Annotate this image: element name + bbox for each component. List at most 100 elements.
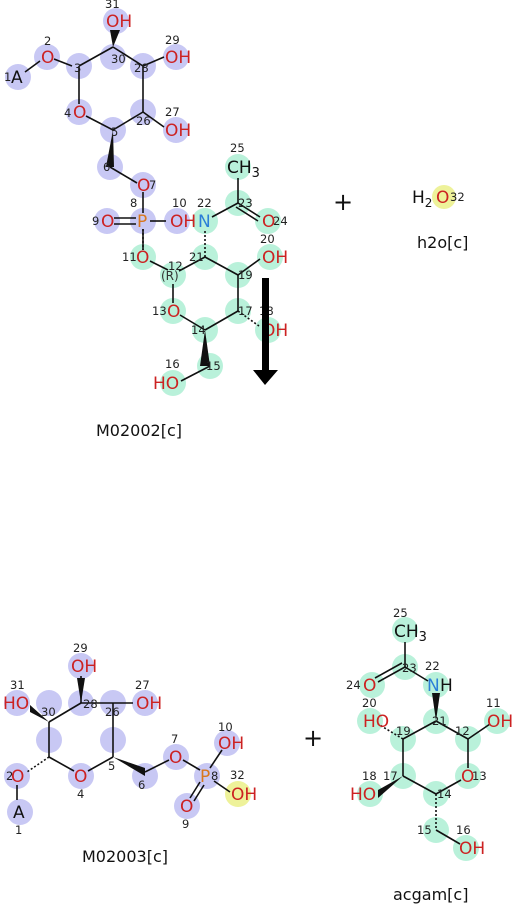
svg-text:31: 31 bbox=[10, 678, 25, 692]
svg-text:23: 23 bbox=[402, 661, 417, 675]
svg-text:O: O bbox=[180, 797, 193, 817]
svg-text:31: 31 bbox=[105, 0, 120, 11]
svg-text:OH: OH bbox=[262, 248, 288, 268]
svg-text:O: O bbox=[363, 676, 376, 696]
svg-text:O: O bbox=[74, 767, 87, 787]
svg-text:O: O bbox=[11, 767, 24, 787]
svg-text:HO: HO bbox=[3, 694, 29, 714]
svg-text:19: 19 bbox=[396, 724, 411, 738]
svg-text:OH: OH bbox=[487, 712, 513, 732]
svg-text:29: 29 bbox=[165, 33, 180, 47]
svg-text:O: O bbox=[41, 48, 54, 68]
svg-text:9: 9 bbox=[92, 214, 99, 228]
product-m02003-structure: OH HO OH O O A O P OH O OH 12 45 67 89 1… bbox=[3, 641, 257, 866]
atom-highlights-green-p2 bbox=[357, 617, 510, 861]
svg-text:9: 9 bbox=[182, 817, 189, 831]
product1-label: M02003[c] bbox=[82, 847, 168, 866]
svg-text:O: O bbox=[262, 212, 275, 232]
svg-text:3: 3 bbox=[74, 61, 81, 75]
svg-text:20: 20 bbox=[260, 232, 275, 246]
svg-text:24: 24 bbox=[346, 678, 361, 692]
plus-sign-1: + bbox=[333, 188, 353, 216]
svg-text:16: 16 bbox=[165, 357, 180, 371]
svg-text:CH3: CH3 bbox=[394, 622, 427, 645]
svg-text:6: 6 bbox=[103, 160, 110, 174]
svg-text:O: O bbox=[461, 767, 474, 787]
svg-text:27: 27 bbox=[135, 678, 150, 692]
svg-text:O: O bbox=[137, 176, 150, 196]
svg-text:OH: OH bbox=[231, 785, 257, 805]
bonds-product1 bbox=[16, 676, 231, 802]
svg-text:30: 30 bbox=[111, 52, 126, 66]
svg-text:8: 8 bbox=[211, 769, 218, 783]
svg-text:CH3: CH3 bbox=[227, 158, 260, 181]
svg-text:20: 20 bbox=[362, 696, 377, 710]
atom-highlights-blue bbox=[5, 8, 190, 234]
svg-text:OH: OH bbox=[170, 212, 196, 232]
svg-text:14: 14 bbox=[191, 323, 206, 337]
svg-text:2: 2 bbox=[6, 769, 13, 783]
svg-text:OH: OH bbox=[218, 734, 244, 754]
svg-text:17: 17 bbox=[238, 304, 253, 318]
svg-text:12: 12 bbox=[455, 724, 470, 738]
svg-text:OH: OH bbox=[106, 12, 132, 32]
svg-text:6: 6 bbox=[138, 778, 145, 792]
svg-text:O: O bbox=[136, 248, 149, 268]
svg-text:10: 10 bbox=[218, 720, 233, 734]
product2-label: acgam[c] bbox=[393, 885, 468, 904]
svg-text:26: 26 bbox=[136, 114, 151, 128]
svg-text:P: P bbox=[137, 212, 147, 232]
svg-text:13: 13 bbox=[152, 304, 167, 318]
svg-text:21: 21 bbox=[432, 714, 447, 728]
svg-text:7: 7 bbox=[149, 178, 156, 192]
svg-text:29: 29 bbox=[73, 641, 88, 655]
svg-text:O: O bbox=[167, 302, 180, 322]
svg-text:25: 25 bbox=[393, 606, 408, 620]
svg-text:OH: OH bbox=[165, 121, 191, 141]
svg-text:(R): (R) bbox=[161, 269, 179, 283]
svg-text:12: 12 bbox=[168, 259, 183, 273]
svg-text:13: 13 bbox=[472, 769, 487, 783]
svg-text:2: 2 bbox=[44, 34, 51, 48]
reactant-h2o-structure: H2 O 32 h2o[c] bbox=[412, 185, 468, 252]
svg-text:28: 28 bbox=[83, 697, 98, 711]
svg-text:23: 23 bbox=[238, 196, 253, 210]
svg-text:OH: OH bbox=[459, 839, 485, 859]
svg-text:OH: OH bbox=[136, 694, 162, 714]
svg-text:H: H bbox=[440, 676, 453, 696]
svg-text:15: 15 bbox=[417, 823, 432, 837]
svg-text:HO: HO bbox=[153, 374, 179, 394]
svg-text:27: 27 bbox=[165, 105, 180, 119]
reaction-arrow bbox=[253, 278, 278, 385]
svg-text:OH: OH bbox=[165, 48, 191, 68]
reactant2-label: h2o[c] bbox=[417, 233, 468, 252]
svg-text:1: 1 bbox=[15, 823, 22, 837]
svg-text:1: 1 bbox=[4, 70, 11, 84]
atom-labels-product1: OH HO OH O O A O P OH O OH bbox=[3, 657, 257, 823]
svg-text:P: P bbox=[200, 767, 210, 787]
svg-text:H2: H2 bbox=[412, 188, 432, 210]
svg-text:4: 4 bbox=[64, 106, 71, 120]
svg-text:O: O bbox=[73, 103, 86, 123]
svg-text:A: A bbox=[11, 68, 23, 88]
h2o-atom-number: 32 bbox=[450, 190, 465, 204]
atom-highlights-blue-p1 bbox=[4, 653, 240, 825]
svg-text:30: 30 bbox=[41, 705, 56, 719]
svg-text:10: 10 bbox=[172, 196, 187, 210]
svg-text:N: N bbox=[198, 212, 211, 232]
svg-text:21: 21 bbox=[189, 250, 204, 264]
svg-text:O: O bbox=[101, 212, 114, 232]
svg-text:32: 32 bbox=[230, 768, 245, 782]
svg-text:11: 11 bbox=[486, 696, 501, 710]
svg-text:O: O bbox=[436, 188, 449, 208]
svg-text:16: 16 bbox=[456, 823, 471, 837]
svg-text:5: 5 bbox=[108, 759, 115, 773]
svg-text:N: N bbox=[427, 676, 440, 696]
svg-text:26: 26 bbox=[105, 705, 120, 719]
svg-text:28: 28 bbox=[134, 61, 149, 75]
bonds-product2 bbox=[374, 642, 491, 845]
svg-text:25: 25 bbox=[230, 141, 245, 155]
